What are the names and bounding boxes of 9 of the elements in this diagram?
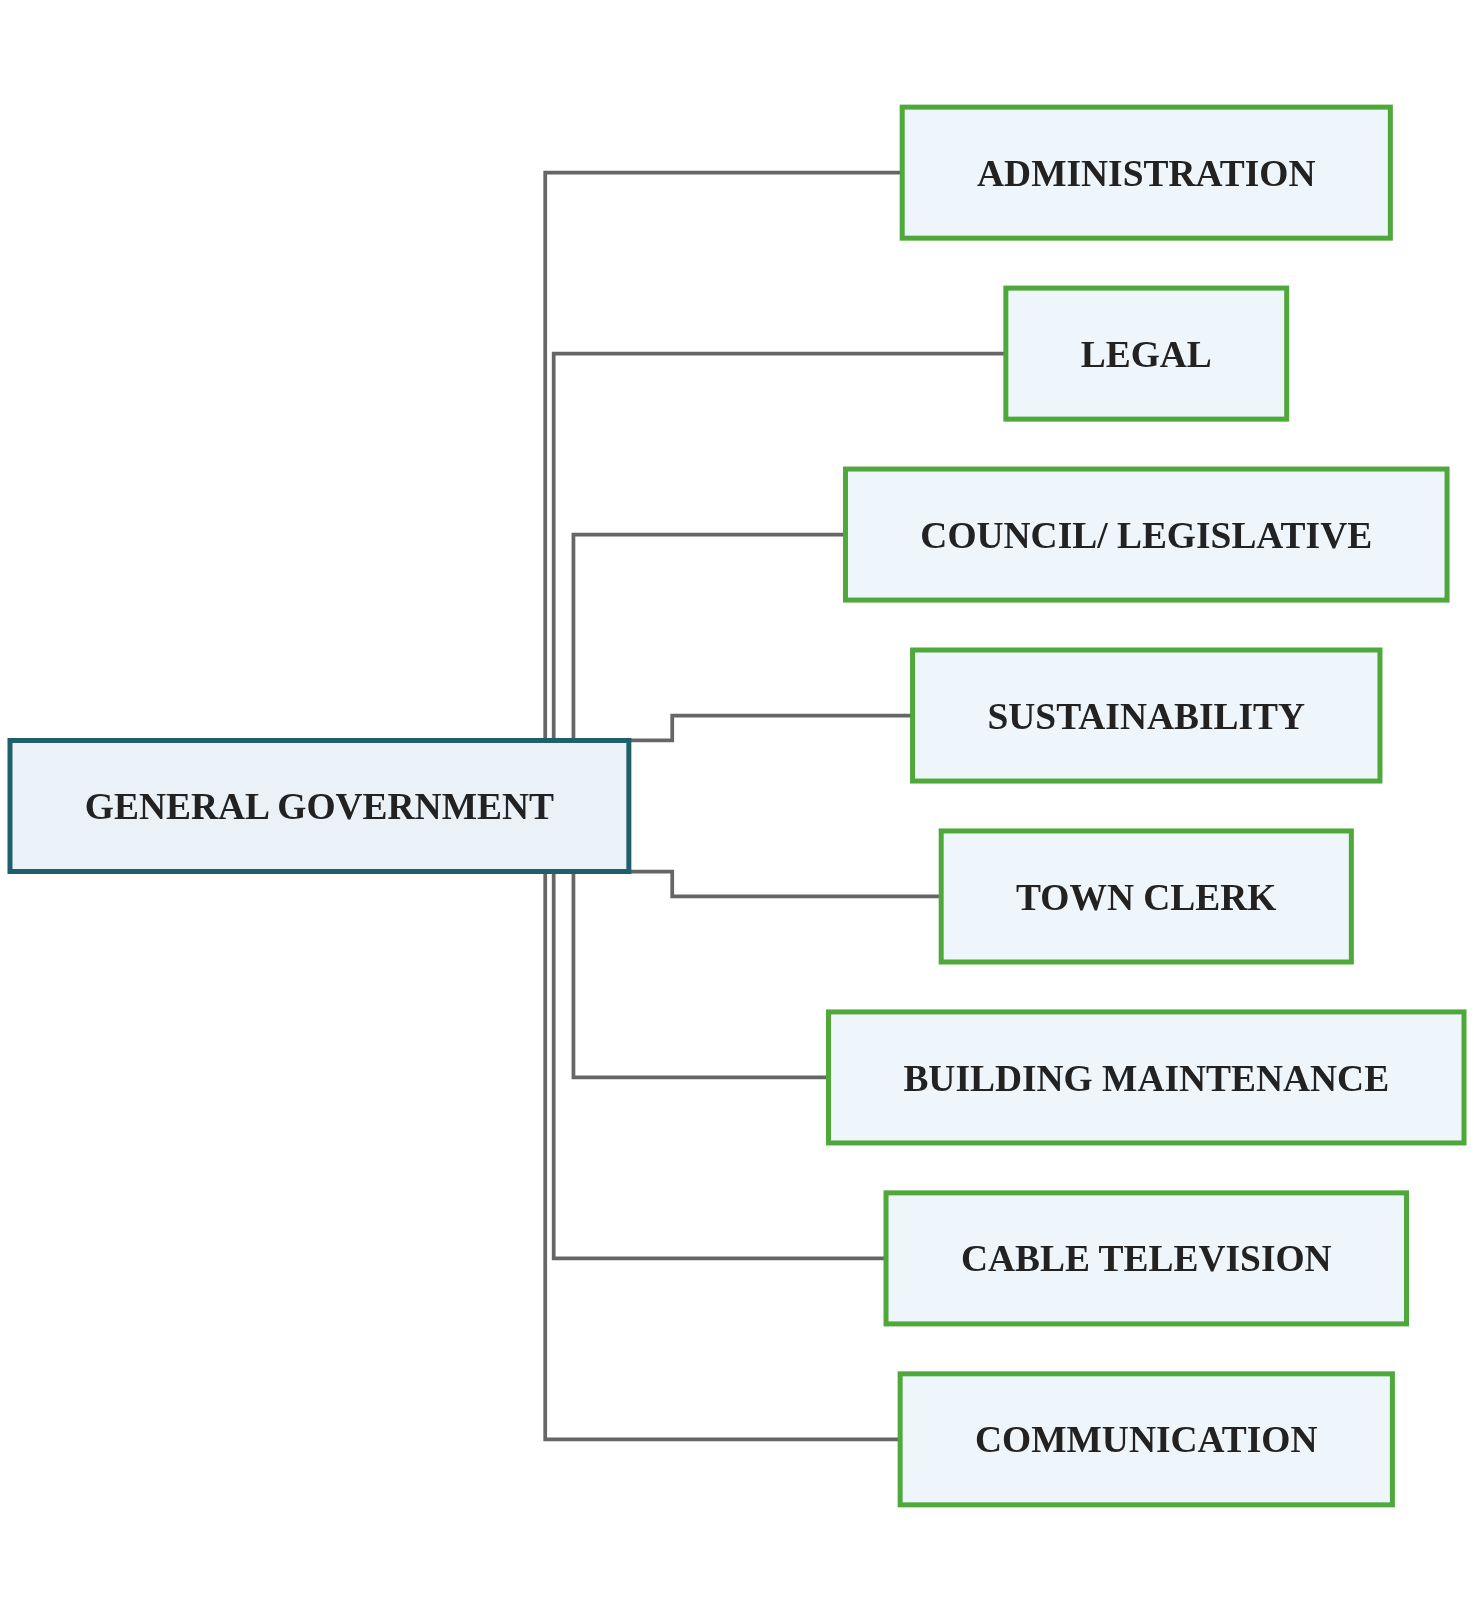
node-box: ADMINISTRATION (899, 104, 1393, 241)
node-box: TOWN CLERK (938, 827, 1354, 964)
node-box: GENERAL GOVERNMENT (7, 737, 632, 874)
node-box: COMMUNICATION (897, 1370, 1395, 1507)
node-box: LEGAL (1003, 285, 1290, 422)
node-box: SUSTAINABILITY (910, 647, 1383, 784)
node-box: CABLE TELEVISION (883, 1189, 1409, 1326)
node-box: BUILDING MAINTENANCE (826, 1008, 1467, 1145)
node-box: COUNCIL/ LEGISLATIVE (843, 466, 1450, 603)
